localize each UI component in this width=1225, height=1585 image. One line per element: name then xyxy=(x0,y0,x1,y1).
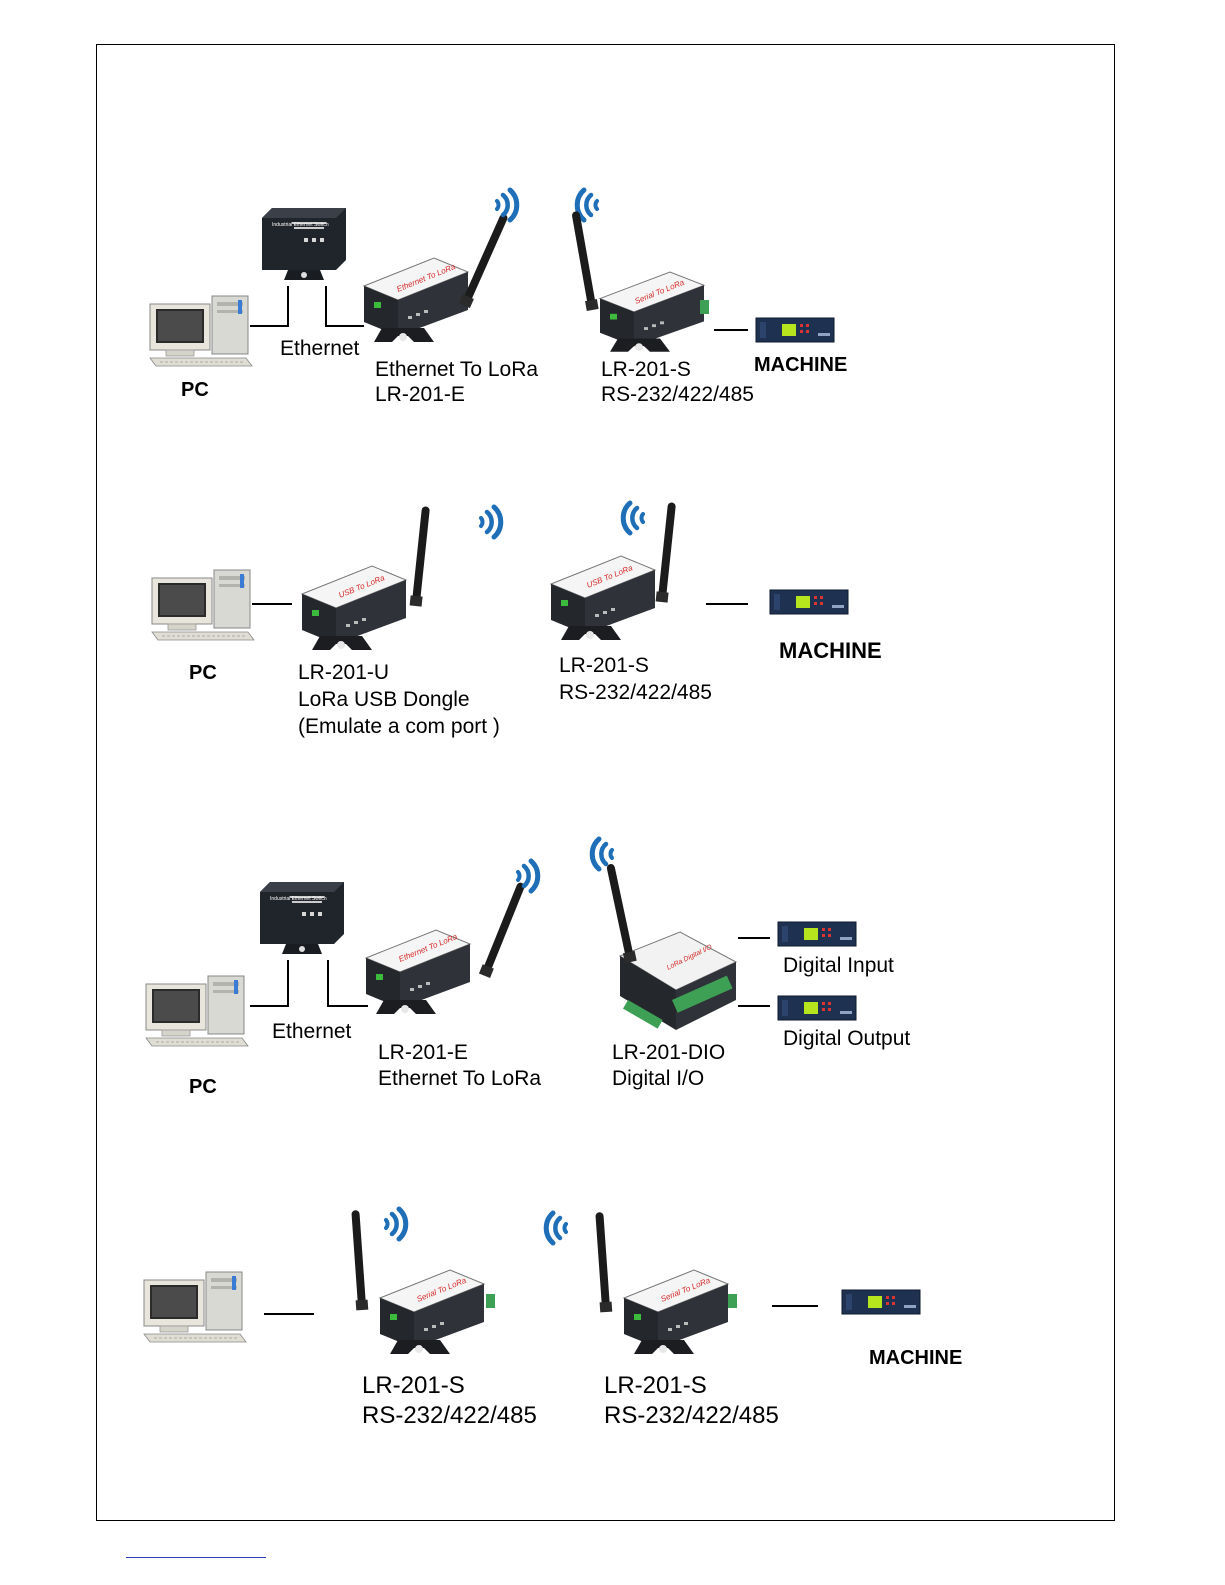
scenario-3 xyxy=(145,839,857,1047)
switch-face-label: Industrial Ethernet Switch xyxy=(270,896,327,902)
device-name-label: Ethernet To LoRa xyxy=(378,1067,542,1090)
ethernet-cable xyxy=(250,286,289,327)
scenario-2 xyxy=(151,502,849,651)
ethernet-label: Ethernet xyxy=(280,337,360,360)
digital-output-label: Digital Output xyxy=(783,1027,911,1050)
machine-label: MACHINE xyxy=(869,1347,963,1369)
machine-icon xyxy=(841,1289,921,1315)
digital-input-device-icon xyxy=(777,921,857,947)
machine-icon xyxy=(755,317,835,343)
pc-icon xyxy=(149,295,253,367)
device-model-label: LR-201-U xyxy=(298,661,390,684)
device-interface-label: RS-232/422/485 xyxy=(604,1402,779,1429)
radio-waves-icon xyxy=(546,1213,566,1243)
device-model-label: LR-201-E xyxy=(375,383,465,406)
switch-face-label: Industrial Ethernet Switch xyxy=(272,222,329,228)
device-interface-label: RS-232/422/485 xyxy=(362,1402,537,1429)
lr-201-s-device-icon xyxy=(569,210,709,353)
device-interface-label: RS-232/422/485 xyxy=(559,681,712,704)
device-model-label: LR-201-E xyxy=(378,1041,468,1064)
ethernet-switch-icon xyxy=(262,208,346,280)
lr-201-u-device-icon xyxy=(301,505,433,651)
radio-waves-icon xyxy=(386,1209,406,1239)
device-name-label: Ethernet To LoRa xyxy=(375,358,539,381)
lr-201-e-device-icon xyxy=(365,880,528,1015)
device-interface-label: RS-232/422/485 xyxy=(601,383,754,406)
pc-label: PC xyxy=(189,1076,217,1098)
pc-icon xyxy=(143,1271,247,1343)
ethernet-label: Ethernet xyxy=(272,1020,352,1043)
pc-label: PC xyxy=(181,379,209,401)
machine-label: MACHINE xyxy=(754,354,848,376)
radio-waves-icon xyxy=(577,190,597,220)
ethernet-switch-icon xyxy=(260,882,344,954)
scenario-4 xyxy=(143,1209,921,1355)
device-model-label: LR-201-S xyxy=(559,654,649,677)
device-note-label: (Emulate a com port ) xyxy=(298,715,500,738)
digital-output-device-icon xyxy=(777,995,857,1021)
ethernet-cable xyxy=(327,960,368,1007)
radio-waves-icon xyxy=(481,507,501,537)
scenario-1 xyxy=(149,190,835,367)
radio-waves-icon xyxy=(497,190,517,220)
radio-waves-icon xyxy=(623,503,643,533)
lr-201-dio-device-icon xyxy=(604,862,738,1030)
device-model-label: LR-201-DIO xyxy=(612,1041,726,1064)
lr-201-s-device-icon xyxy=(349,1209,495,1355)
machine-label: MACHINE xyxy=(779,638,882,663)
ethernet-cable xyxy=(325,286,364,327)
device-model-label: LR-201-S xyxy=(604,1372,707,1399)
pc-icon xyxy=(145,975,249,1047)
lr-201-s-device-icon xyxy=(593,1211,737,1355)
pc-icon xyxy=(151,569,255,641)
digital-input-label: Digital Input xyxy=(783,954,894,977)
device-model-label: LR-201-S xyxy=(362,1372,465,1399)
pc-label: PC xyxy=(189,662,217,684)
footer-link-underline[interactable] xyxy=(126,1557,266,1558)
machine-icon xyxy=(769,589,849,615)
ethernet-cable xyxy=(250,960,289,1007)
device-model-label: LR-201-S xyxy=(601,358,691,381)
device-name-label: LoRa USB Dongle xyxy=(298,688,470,711)
device-name-label: Digital I/O xyxy=(612,1067,705,1090)
page-border xyxy=(96,44,1115,1521)
